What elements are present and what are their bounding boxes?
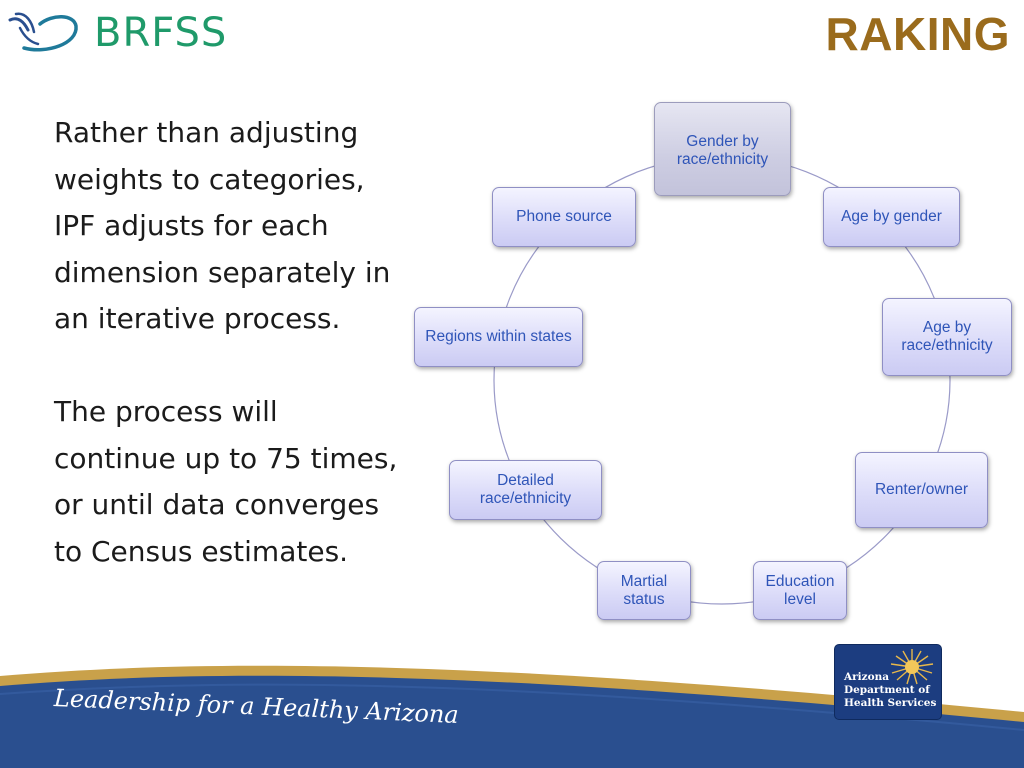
- footer-wave: [0, 665, 1024, 768]
- node-marital-status: Martial status: [597, 561, 691, 620]
- body-text: Rather than adjusting weights to categor…: [54, 110, 399, 575]
- adhs-logo: Arizona Department of Health Services: [835, 645, 941, 719]
- node-age-by-race: Age by race/ethnicity: [882, 298, 1012, 376]
- node-renter-owner: Renter/owner: [855, 452, 988, 528]
- footer-banner: [0, 650, 1024, 768]
- paragraph-iterations: The process will continue up to 75 times…: [54, 395, 398, 568]
- node-phone-source: Phone source: [492, 187, 636, 247]
- sunburst-icon: [890, 649, 934, 685]
- node-detailed-race: Detailed race/ethnicity: [449, 460, 602, 520]
- node-gender-by-race: Gender by race/ethnicity: [654, 102, 791, 196]
- logo-text: BRFSS: [94, 10, 228, 56]
- slide-title: RAKING: [825, 8, 1010, 60]
- bird-swoosh-icon: [8, 12, 78, 52]
- paragraph-ipf: Rather than adjusting weights to categor…: [54, 116, 391, 335]
- node-age-by-gender: Age by gender: [823, 187, 960, 247]
- brfss-logo: BRFSS: [6, 6, 256, 56]
- node-education-level: Education level: [753, 561, 847, 620]
- agency-name: Arizona Department of Health Services: [844, 671, 937, 709]
- node-regions-within-states: Regions within states: [414, 307, 583, 367]
